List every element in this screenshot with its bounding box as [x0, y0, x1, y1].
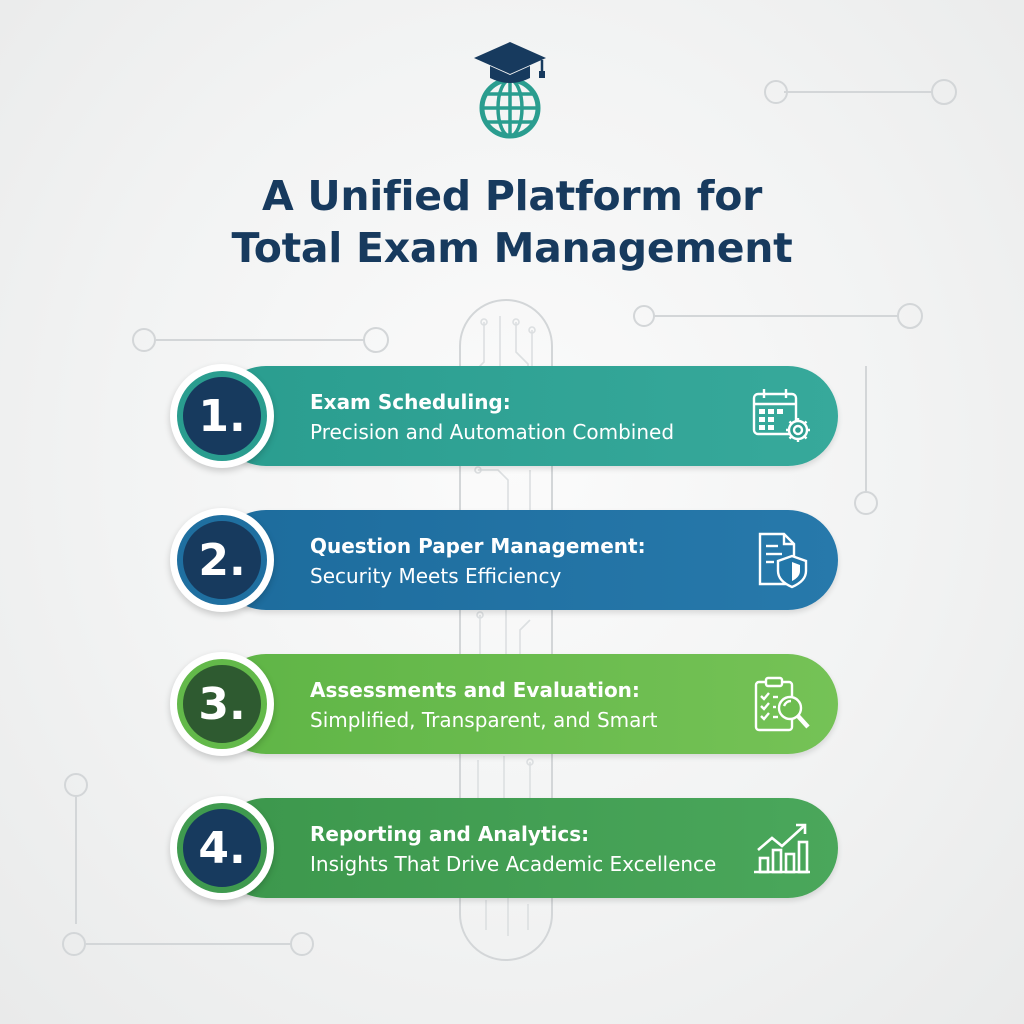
document-shield-icon [758, 532, 808, 589]
step-number-badge-4: 4. [177, 803, 267, 893]
step-subtitle-4: Insights That Drive Academic Excellence [310, 852, 717, 876]
step-subtitle-3: Simplified, Transparent, and Smart [310, 708, 658, 732]
title-line-2: Total Exam Management [231, 224, 793, 272]
step-card-3: 3. Assessments and Evaluation: Simplifie… [170, 652, 842, 756]
step-heading-4: Reporting and Analytics: [310, 822, 590, 846]
step-number-badge-2: 2. [177, 515, 267, 605]
step-badge-ring-2: 2. [170, 508, 274, 612]
calendar-gear-icon [752, 389, 810, 442]
clipboard-magnifier-icon [754, 676, 810, 732]
step-card-1: 1. Exam Scheduling: Precision and Automa… [170, 364, 842, 468]
step-card-4: 4. Reporting and Analytics: Insights Tha… [170, 796, 842, 900]
step-pill-3 [216, 654, 838, 754]
step-card-2: 2. Question Paper Management: Security M… [170, 508, 842, 612]
graduation-cap-globe-icon [474, 42, 546, 139]
step-subtitle-1: Precision and Automation Combined [310, 420, 675, 444]
step-number-badge-1: 1. [177, 371, 267, 461]
step-pill-1 [216, 366, 838, 466]
step-badge-ring-1: 1. [170, 364, 274, 468]
step-heading-3: Assessments and Evaluation: [310, 678, 640, 702]
step-pill-4 [216, 798, 838, 898]
step-pill-2 [216, 510, 838, 610]
step-heading-1: Exam Scheduling: [310, 390, 511, 414]
step-number-badge-3: 3. [177, 659, 267, 749]
step-badge-ring-4: 4. [170, 796, 274, 900]
step-subtitle-2: Security Meets Efficiency [310, 564, 562, 588]
page-title: A Unified Platform for Total Exam Manage… [0, 170, 1024, 274]
title-line-1: A Unified Platform for [261, 172, 763, 220]
step-heading-2: Question Paper Management: [310, 534, 646, 558]
step-badge-ring-3: 3. [170, 652, 274, 756]
bar-chart-trend-icon [754, 823, 810, 874]
